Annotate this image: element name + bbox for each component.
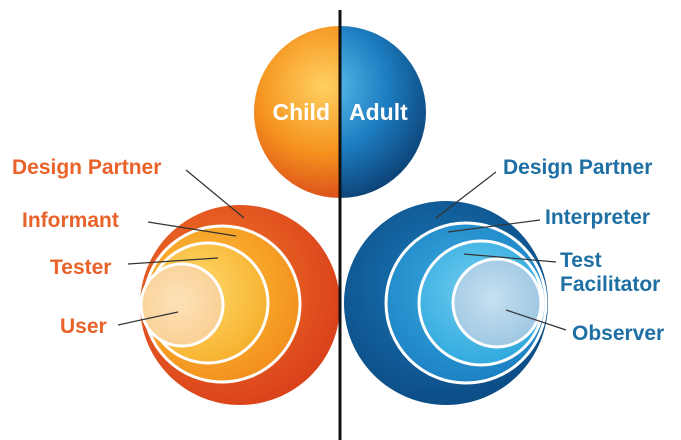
adult-half-circle: [340, 26, 426, 198]
leader-adult-test-facilitator: [463, 253, 557, 263]
child-half-circle: [254, 26, 340, 198]
leader-adult-design-partner: [435, 171, 497, 219]
adult-role-labels: Design Partner Interpreter Test Facilita…: [503, 156, 664, 345]
leader-adult-interpreter: [447, 219, 541, 233]
child-role-labels: Design Partner Informant Tester User: [12, 156, 161, 338]
adult-role-interpreter: Interpreter: [545, 206, 650, 229]
child-user-ring: [139, 262, 225, 348]
leader-child-design-partner: [185, 169, 245, 219]
child-label: Child: [273, 99, 331, 125]
adult-leader-lines: [435, 171, 567, 331]
adult-label: Adult: [349, 99, 408, 125]
adult-role-facilitator: Facilitator: [560, 273, 660, 296]
adult-role-design-partner: Design Partner: [503, 156, 652, 179]
leader-child-informant: [147, 221, 237, 237]
child-role-tester: Tester: [50, 256, 111, 279]
child-circles: [139, 205, 340, 405]
child-role-informant: Informant: [22, 209, 119, 232]
leader-child-user: [117, 311, 179, 326]
adult-role-observer: Observer: [572, 322, 664, 345]
child-role-user: User: [60, 315, 107, 338]
top-circle: Child Adult: [254, 26, 426, 198]
leader-adult-observer: [505, 309, 567, 331]
child-role-design-partner: Design Partner: [12, 156, 161, 179]
child-leader-lines: [117, 169, 245, 326]
leader-child-tester: [127, 257, 219, 265]
adult-circles: [344, 201, 548, 405]
adult-role-test: Test: [560, 249, 602, 272]
adult-observer-ring: [451, 257, 543, 349]
